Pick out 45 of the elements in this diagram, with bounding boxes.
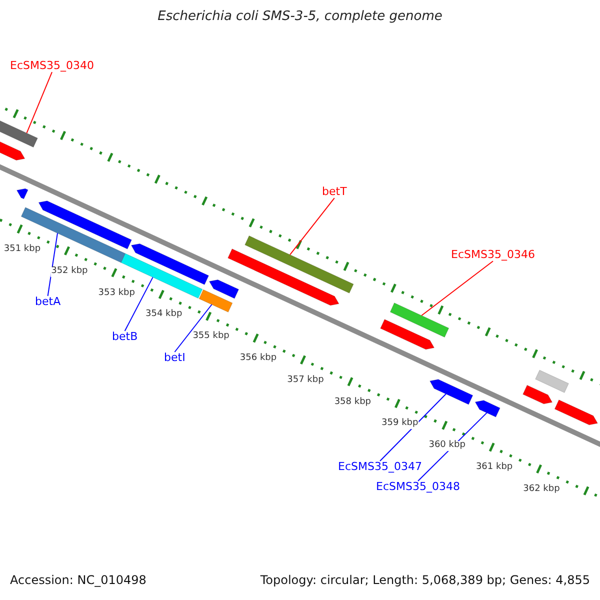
leader-line bbox=[380, 394, 446, 462]
gene-feature bbox=[244, 235, 354, 294]
scale-label: 354 kbp bbox=[146, 310, 182, 320]
leader-line bbox=[26, 72, 52, 134]
scale-label: 358 kbp bbox=[334, 398, 372, 408]
gene-feature bbox=[198, 289, 233, 312]
gene-feature bbox=[429, 379, 474, 405]
gene-feature bbox=[390, 302, 450, 338]
gene-feature bbox=[474, 400, 500, 418]
gene-label: betB bbox=[112, 331, 138, 344]
gene-feature bbox=[16, 188, 28, 200]
gene-feature bbox=[20, 207, 126, 263]
gene-feature bbox=[380, 319, 435, 350]
scale-label: 361 kbp bbox=[476, 463, 513, 474]
scale-label: 360 kbp bbox=[428, 441, 466, 452]
scale-label: 353 kbp bbox=[98, 288, 135, 299]
scale-label: 357 kbp bbox=[287, 376, 324, 386]
leader-line bbox=[290, 198, 335, 256]
gene-label: betA bbox=[35, 296, 61, 308]
scale-label: 351 kbp bbox=[4, 245, 41, 255]
gene-feature bbox=[130, 243, 210, 285]
gene-feature bbox=[120, 253, 203, 299]
gene-label: betT bbox=[322, 186, 347, 198]
map-title: Escherichia coli SMS-3-5, complete genome bbox=[156, 10, 444, 24]
leader-line bbox=[421, 260, 494, 316]
gene-feature bbox=[208, 279, 240, 299]
scale-label: 362 kbp bbox=[523, 484, 560, 495]
gene-feature bbox=[228, 248, 340, 306]
leader-line bbox=[174, 304, 212, 352]
scale-label: 352 kbp bbox=[51, 266, 88, 277]
gene-feature bbox=[38, 200, 132, 250]
gene-label: betI bbox=[164, 352, 186, 364]
leader-line bbox=[124, 276, 154, 332]
scale-label: 356 kbp bbox=[240, 354, 277, 364]
gene-label: EcSMS35_0348 bbox=[376, 481, 460, 494]
gene-label: EcSMS35_0340 bbox=[10, 60, 94, 72]
scale-label: 355 kbp bbox=[192, 332, 230, 342]
footer-text: Accession: NC_010498 bbox=[10, 574, 146, 588]
gene-feature bbox=[522, 384, 553, 404]
footer-text: Topology: circular; Length: 5,068,389 bp; Genes: 4,855 bbox=[260, 574, 590, 588]
gene-feature bbox=[554, 400, 598, 426]
gene-label: EcSMS35_0347 bbox=[338, 461, 422, 474]
gene-feature bbox=[535, 370, 569, 393]
gene-label: EcSMS35_0346 bbox=[451, 249, 535, 262]
scale-label: 359 kbp bbox=[382, 420, 418, 430]
